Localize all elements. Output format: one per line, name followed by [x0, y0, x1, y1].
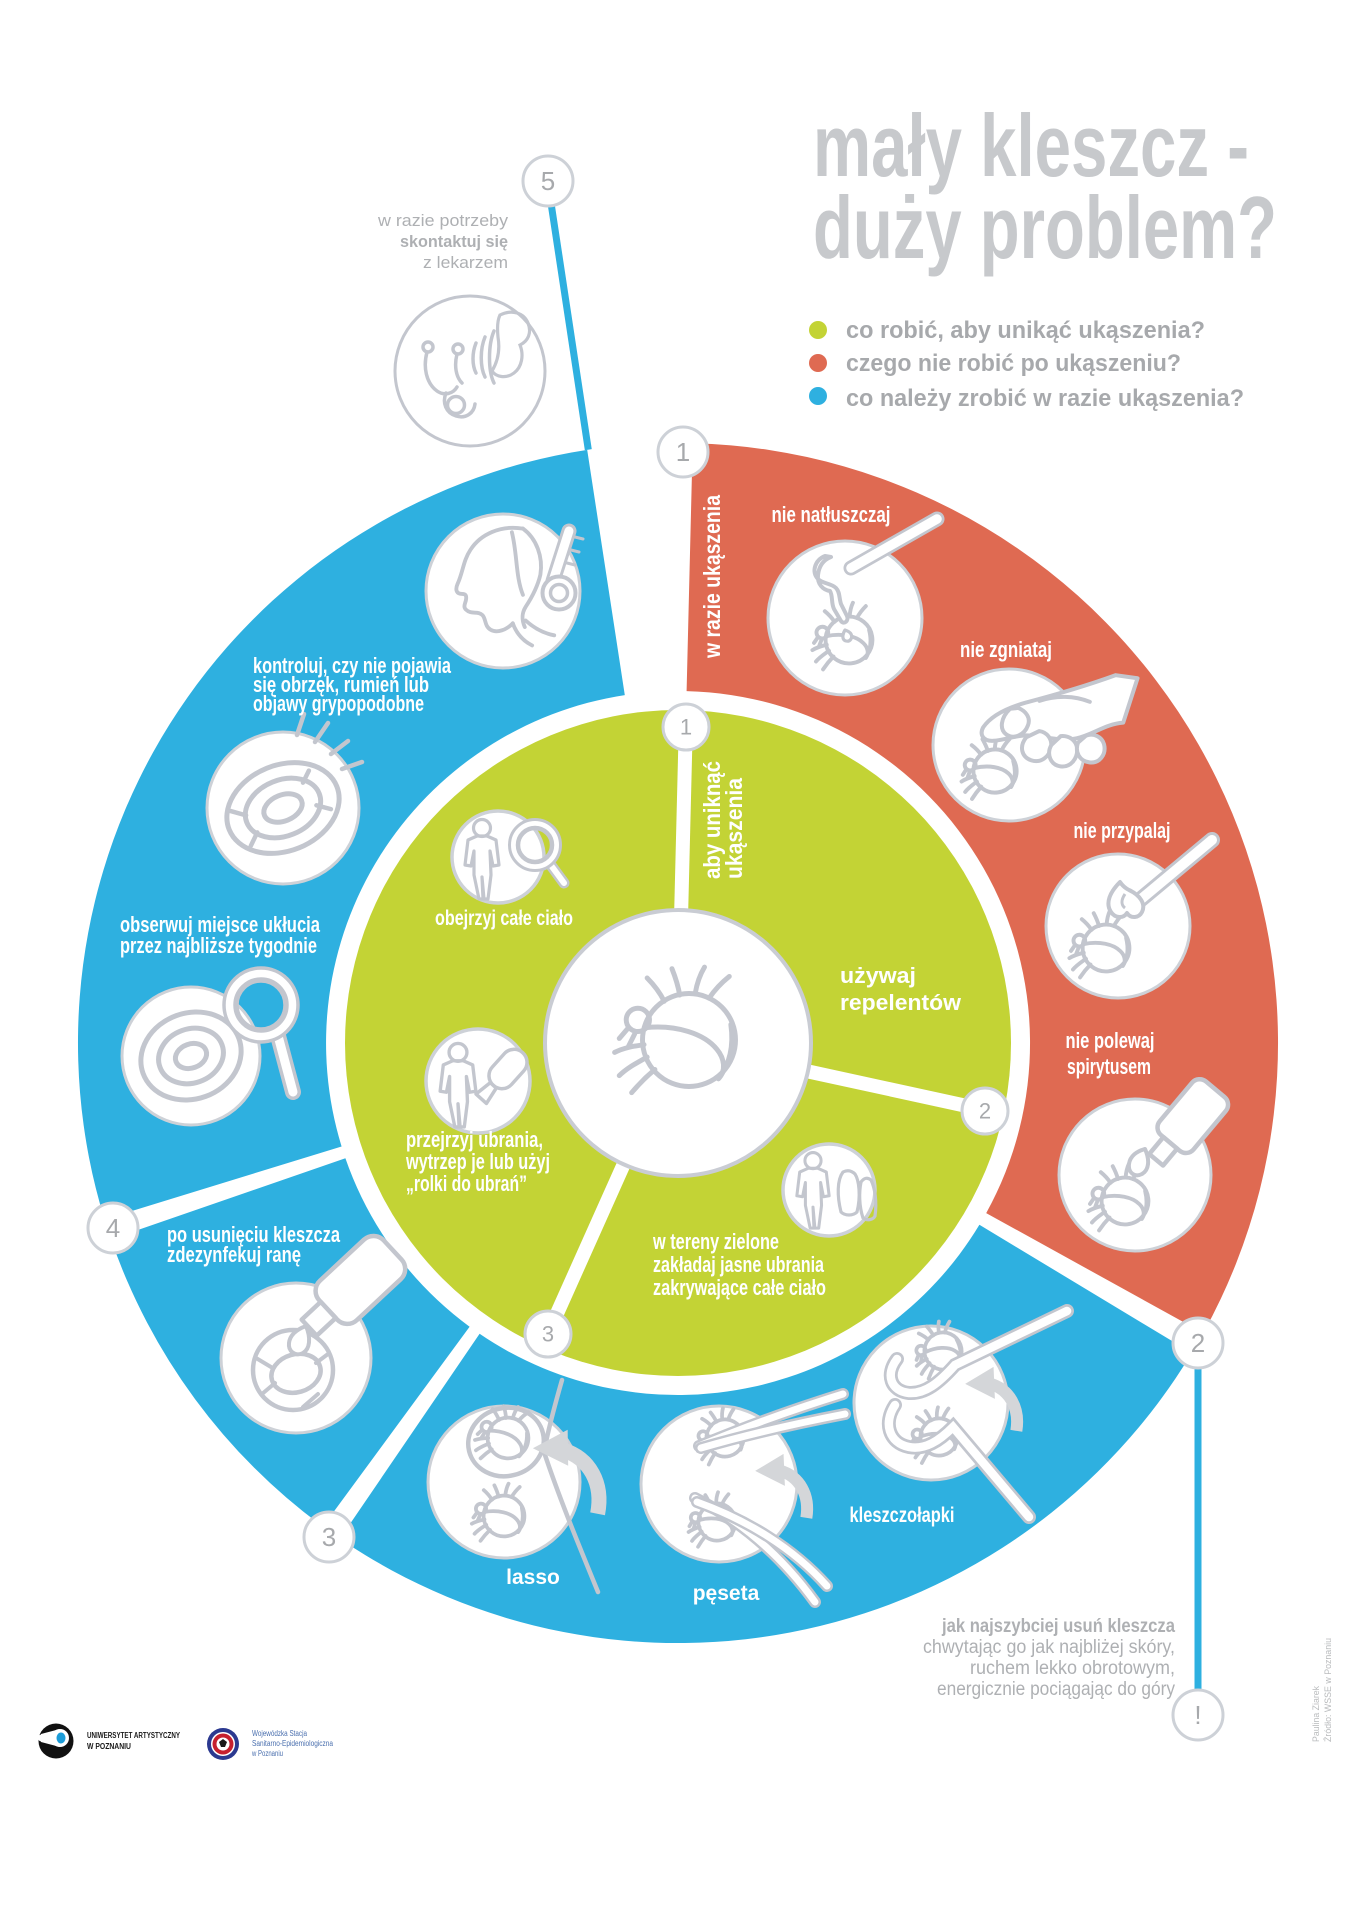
svg-text:1: 1 — [680, 715, 692, 740]
svg-text:skontaktuj się: skontaktuj się — [400, 232, 508, 251]
svg-text:w tereny zielone: w tereny zielone — [652, 1229, 779, 1254]
svg-text:repelentów: repelentów — [840, 990, 962, 1015]
svg-text:duży problem?: duży problem? — [813, 178, 1277, 277]
svg-text:ruchem lekko obrotowym,: ruchem lekko obrotowym, — [970, 1658, 1175, 1679]
svg-text:wytrzep je lub użyj: wytrzep je lub użyj — [405, 1149, 550, 1174]
svg-text:obejrzyj całe ciało: obejrzyj całe ciało — [435, 907, 573, 930]
svg-text:Paulina Ziarek: Paulina Ziarek — [1311, 1686, 1322, 1742]
svg-text:nie zgniataj: nie zgniataj — [960, 637, 1052, 662]
svg-text:przejrzyj ubrania,: przejrzyj ubrania, — [406, 1127, 543, 1152]
svg-text:chwytając go jak najbliżej skó: chwytając go jak najbliżej skóry, — [923, 1637, 1175, 1658]
svg-text:4: 4 — [106, 1213, 120, 1243]
svg-text:w Poznaniu: w Poznaniu — [251, 1749, 283, 1758]
svg-text:objawy grypopodobne: objawy grypopodobne — [253, 691, 424, 716]
svg-text:przez najbliższe tygodnie: przez najbliższe tygodnie — [120, 933, 317, 958]
svg-text:w razie potrzeby: w razie potrzeby — [377, 211, 509, 230]
svg-text:Źródło: WSSE w Poznaniu: Źródło: WSSE w Poznaniu — [1323, 1638, 1334, 1742]
svg-text:!: ! — [1194, 1700, 1201, 1730]
svg-text:2: 2 — [1191, 1328, 1205, 1358]
svg-text:zakładaj jasne ubrania: zakładaj jasne ubrania — [653, 1252, 825, 1277]
svg-text:z lekarzem: z lekarzem — [423, 253, 508, 272]
svg-text:obserwuj miejsce ukłucia: obserwuj miejsce ukłucia — [120, 912, 321, 937]
svg-text:UNIWERSYTET ARTYSTYCZNY: UNIWERSYTET ARTYSTYCZNY — [87, 1731, 181, 1740]
svg-text:w razie ukąszenia: w razie ukąszenia — [699, 495, 725, 659]
svg-text:nie natłuszczaj: nie natłuszczaj — [772, 502, 891, 527]
svg-text:3: 3 — [542, 1322, 554, 1347]
svg-text:1: 1 — [676, 437, 690, 467]
svg-text:nie polewaj: nie polewaj — [1066, 1028, 1155, 1053]
svg-text:spirytusem: spirytusem — [1067, 1054, 1151, 1079]
svg-text:czego nie robić po ukąszeniu?: czego nie robić po ukąszeniu? — [846, 350, 1181, 377]
svg-text:Sanitarno-Epidemiologiczna: Sanitarno-Epidemiologiczna — [252, 1739, 333, 1748]
svg-text:używaj: używaj — [840, 963, 916, 988]
svg-text:aby uniknąć: aby uniknąć — [699, 761, 725, 879]
svg-text:pęseta: pęseta — [693, 1582, 760, 1605]
svg-text:Wojewódzka Stacja: Wojewódzka Stacja — [252, 1729, 307, 1738]
svg-text:po usunięciu kleszcza: po usunięciu kleszcza — [167, 1222, 341, 1247]
svg-text:co należy zrobić w razie ukąsz: co należy zrobić w razie ukąszenia? — [846, 385, 1244, 412]
svg-text:jak najszybciej usuń kleszcza: jak najszybciej usuń kleszcza — [941, 1616, 1175, 1637]
svg-text:kleszczołapki: kleszczołapki — [850, 1504, 955, 1527]
svg-text:2: 2 — [979, 1099, 991, 1124]
svg-text:co robić, aby unikąć ukąszenia: co robić, aby unikąć ukąszenia? — [846, 317, 1205, 344]
svg-text:energicznie pociągając do góry: energicznie pociągając do góry — [937, 1679, 1175, 1700]
svg-text:kontroluj, czy nie pojawia: kontroluj, czy nie pojawia — [253, 653, 452, 678]
svg-text:się obrzęk, rumień lub: się obrzęk, rumień lub — [253, 672, 429, 697]
svg-text:mały kleszcz -: mały kleszcz - — [813, 96, 1249, 195]
svg-text:zakrywające całe ciało: zakrywające całe ciało — [653, 1275, 826, 1300]
svg-text:zdezynfekuj ranę: zdezynfekuj ranę — [167, 1242, 301, 1267]
svg-text:nie przypalaj: nie przypalaj — [1074, 818, 1171, 843]
svg-text:5: 5 — [541, 166, 555, 196]
svg-text:lasso: lasso — [506, 1566, 560, 1589]
svg-text:3: 3 — [322, 1522, 336, 1552]
svg-text:W POZNANIU: W POZNANIU — [87, 1742, 131, 1751]
svg-text:„rolki do ubrań”: „rolki do ubrań” — [406, 1171, 527, 1196]
svg-text:ukąszenia: ukąszenia — [721, 778, 747, 879]
